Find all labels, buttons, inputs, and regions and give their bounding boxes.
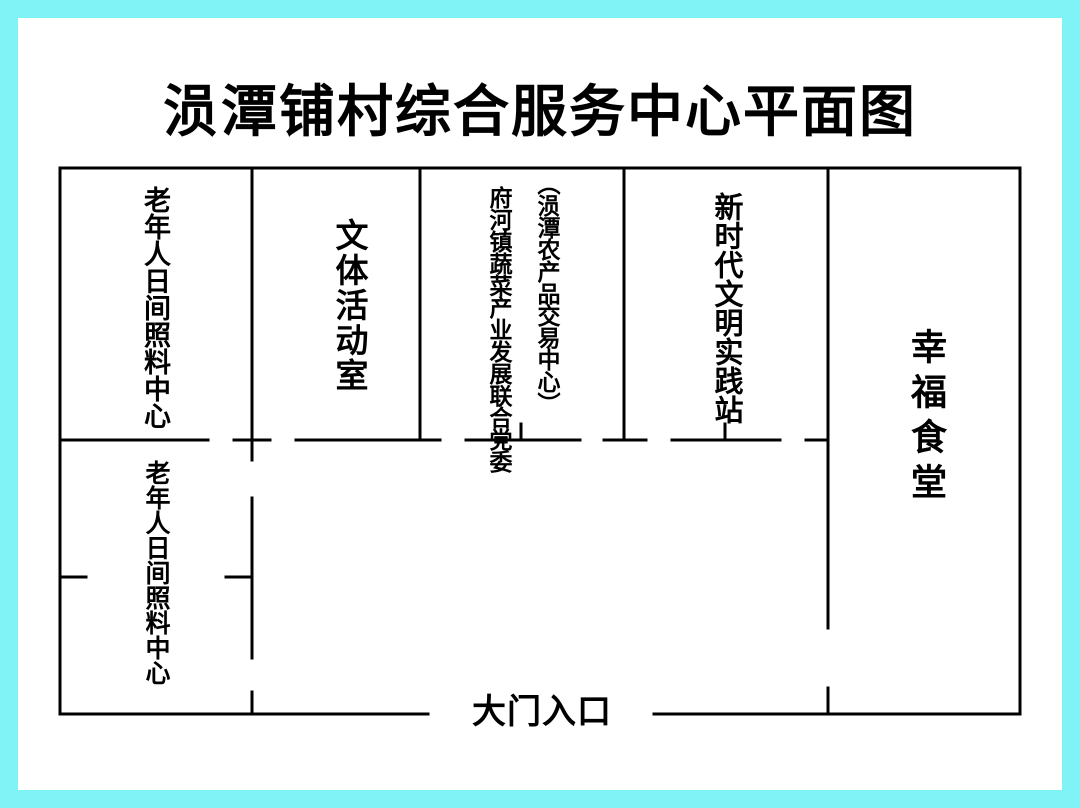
room-label-elderly-care-bottom: 老年人日间照料中心 xyxy=(142,460,171,685)
plan-background xyxy=(18,18,1062,790)
room-label-elderly-care-top: 老年人日间照料中心 xyxy=(139,186,170,429)
room-label-culture-room: 文体活动室 xyxy=(330,218,369,393)
room-label-canteen: 幸福食堂 xyxy=(905,328,946,508)
room-label-party-committee: 府河镇蔬菜产业发展联合党委 xyxy=(485,186,511,472)
room-label-civilization-station: 新时代文明实践站 xyxy=(710,192,744,424)
room-label-trade-center: （涢潭农产品交易中心） xyxy=(533,172,559,414)
page-title: 涢潭铺村综合服务中心平面图 xyxy=(163,80,917,145)
entrance-label: 大门入口 xyxy=(472,692,612,732)
